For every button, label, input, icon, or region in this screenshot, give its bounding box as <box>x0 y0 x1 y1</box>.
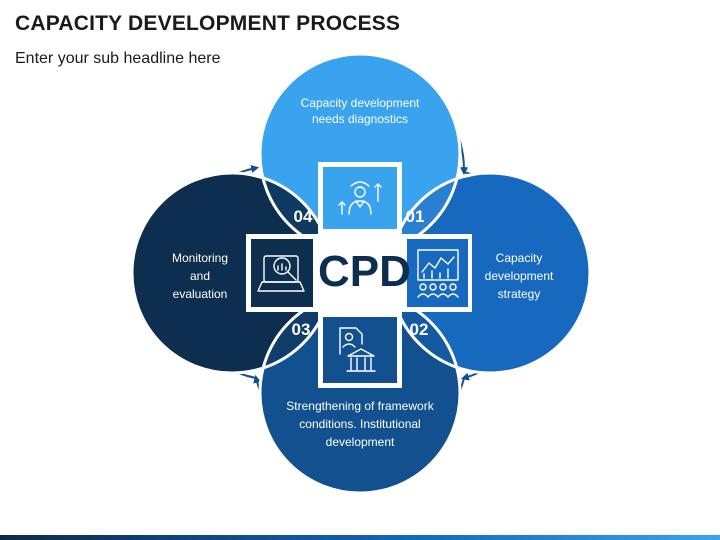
center-label: CPD <box>318 247 411 296</box>
step-label-02: Capacity development strategy <box>484 251 554 301</box>
icon-box-04 <box>251 239 313 307</box>
step-label-03: Strengthening of framework conditions. I… <box>286 399 434 449</box>
step-number-04: 04 <box>293 207 313 226</box>
step-label-04: Monitoring and evaluation <box>171 251 229 301</box>
engineer-growth-icon <box>338 181 382 215</box>
page-title: CAPACITY DEVELOPMENT PROCESS <box>15 12 401 35</box>
step-label-01: Capacity development needs diagnostics <box>300 96 420 126</box>
monitoring-laptop-icon <box>257 255 305 292</box>
step-circle-02 <box>390 173 590 373</box>
step-circle-01 <box>260 54 460 254</box>
icon-box-01 <box>323 167 397 229</box>
step-number-02: 02 <box>409 320 429 339</box>
step-number-01: 01 <box>405 207 425 226</box>
step-circle-04 <box>132 173 332 373</box>
bottom-accent-bar <box>0 535 720 540</box>
step-number-03: 03 <box>291 320 311 339</box>
center-cross <box>246 162 472 388</box>
page-subtitle: Enter your sub headline here <box>15 50 221 67</box>
institution-document-icon <box>339 327 376 372</box>
strategy-chart-team-icon <box>417 249 459 298</box>
step-circle-03 <box>260 293 460 493</box>
